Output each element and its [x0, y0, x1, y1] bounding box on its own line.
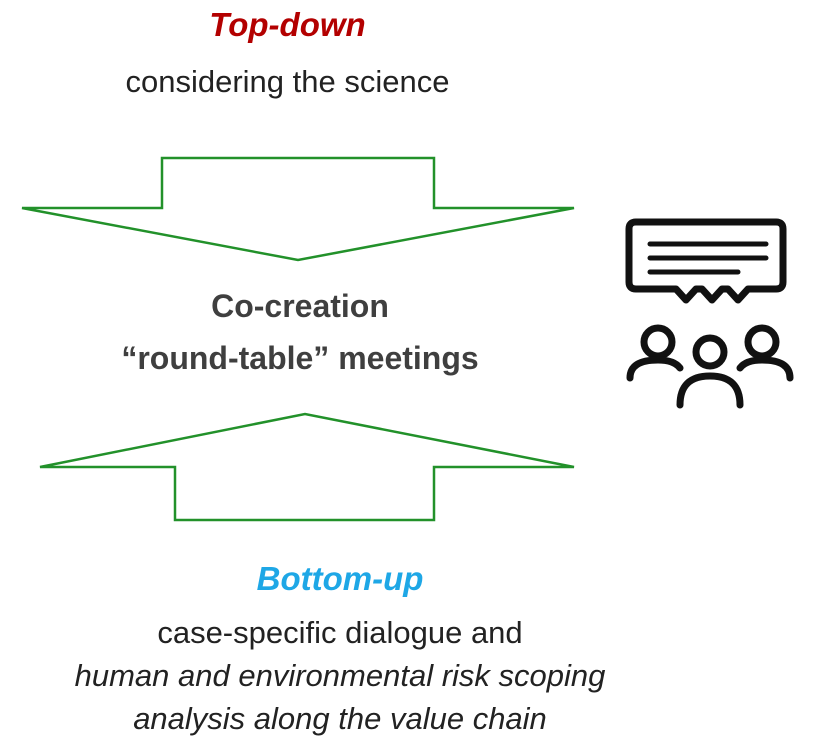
people-meeting-speech-bubble-icon: [625, 218, 794, 409]
up-arrow: [39, 412, 575, 522]
top-down-title: Top-down: [209, 6, 366, 43]
bottom-up-title: Bottom-up: [256, 560, 424, 597]
center-label-line2: “round-table” meetings: [121, 340, 479, 376]
bottom-up-line1: case-specific dialogue and: [157, 615, 523, 650]
center-label-line1: Co-creation: [211, 288, 389, 324]
bottom-up-line2: human and environmental risk scoping: [74, 658, 606, 693]
top-down-subtitle: considering the science: [125, 64, 450, 99]
down-arrow: [21, 156, 575, 262]
bottom-up-line3: analysis along the value chain: [133, 701, 547, 736]
